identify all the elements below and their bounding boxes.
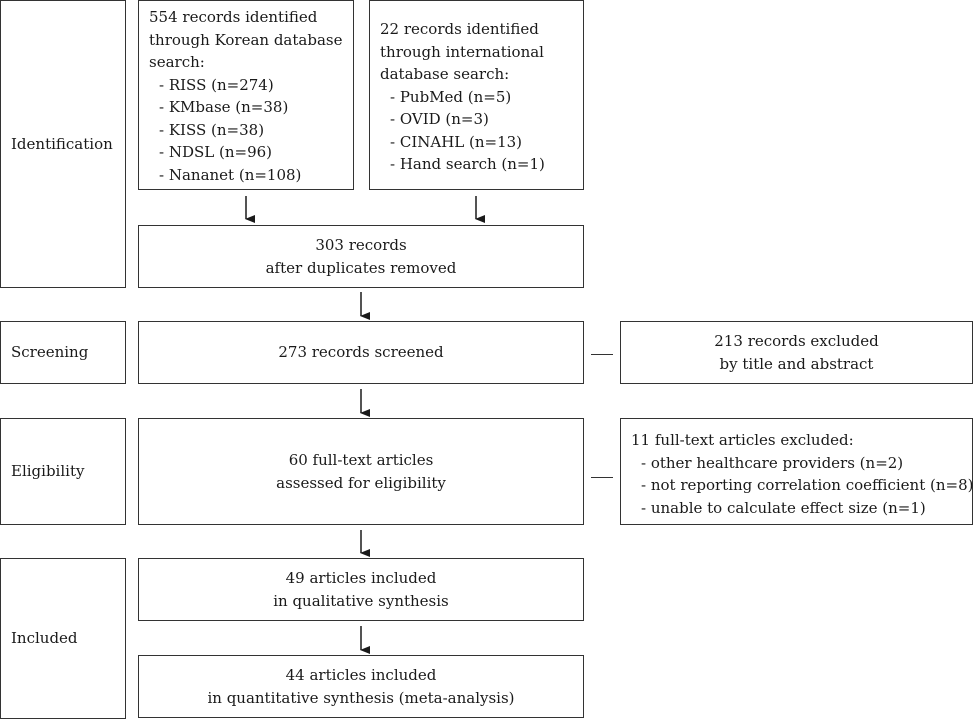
- excluded-title-line-2: by title and abstract: [719, 354, 874, 373]
- qualitative-synthesis-box: 49 articles included in qualitative synt…: [138, 558, 584, 621]
- stage-label: Eligibility: [11, 462, 85, 481]
- excluded-item-effect-size: - unable to calculate effect size (n=1): [641, 498, 926, 517]
- fulltext-excluded-box: 11 full-text articles excluded: - other …: [620, 418, 973, 525]
- korean-item-kmbase: - KMbase (n=38): [159, 98, 289, 116]
- quantitative-line-2: in quantitative synthesis (meta-analysis…: [207, 688, 515, 707]
- korean-item-ndsl: - NDSL (n=96): [159, 143, 273, 161]
- screening-exclusion-connector: [591, 354, 613, 355]
- korean-line-1: 554 records identified: [149, 8, 318, 26]
- excluded-fulltext-line-1: 11 full-text articles excluded:: [631, 431, 854, 449]
- korean-line-3: search:: [149, 53, 205, 71]
- korean-line-2: through Korean database: [149, 30, 343, 49]
- fulltext-line-2: assessed for eligibility: [276, 473, 446, 492]
- stage-eligibility: Eligibility: [0, 418, 126, 525]
- international-item-ovid: - OVID (n=3): [390, 110, 489, 128]
- stage-label: Included: [11, 629, 78, 648]
- excluded-title-line-1: 213 records excluded: [714, 332, 879, 350]
- international-line-2: through international: [380, 42, 544, 61]
- screened-line-1: 273 records screened: [278, 343, 444, 362]
- duplicates-line-2: after duplicates removed: [265, 258, 457, 277]
- stage-label: Screening: [11, 343, 89, 362]
- records-screened-box: 273 records screened: [138, 321, 584, 384]
- fulltext-line-1: 60 full-text articles: [288, 451, 434, 469]
- stage-label: Identification: [11, 134, 113, 153]
- korean-item-kiss: - KISS (n=38): [159, 120, 265, 139]
- stage-identification: Identification: [0, 0, 126, 288]
- records-excluded-box: 213 records excluded by title and abstra…: [620, 321, 973, 384]
- stage-included: Included: [0, 558, 126, 719]
- international-item-cinahl: - CINAHL (n=13): [390, 132, 523, 151]
- fulltext-assessed-box: 60 full-text articles assessed for eligi…: [138, 418, 584, 525]
- duplicates-removed-box: 303 records after duplicates removed: [138, 225, 584, 288]
- international-line-1: 22 records identified: [380, 20, 539, 38]
- qualitative-line-2: in qualitative synthesis: [273, 591, 449, 610]
- excluded-item-correlation: - not reporting correlation coefficient …: [641, 476, 973, 494]
- international-item-hand-search: - Hand search (n=1): [390, 155, 545, 173]
- korean-item-riss: - RISS (n=274): [159, 75, 274, 94]
- quantitative-line-1: 44 articles included: [285, 666, 437, 684]
- excluded-item-healthcare: - other healthcare providers (n=2): [641, 453, 904, 472]
- quantitative-synthesis-box: 44 articles included in quantitative syn…: [138, 655, 584, 718]
- international-item-pubmed: - PubMed (n=5): [390, 87, 512, 106]
- international-database-box: 22 records identified through internatio…: [369, 0, 584, 190]
- stage-screening: Screening: [0, 321, 126, 384]
- korean-database-box: 554 records identified through Korean da…: [138, 0, 354, 190]
- qualitative-line-1: 49 articles included: [285, 569, 437, 587]
- duplicates-line-1: 303 records: [315, 236, 407, 254]
- korean-item-nananet: - Nananet (n=108): [159, 165, 302, 184]
- international-line-3: database search:: [380, 65, 510, 83]
- eligibility-exclusion-connector: [591, 477, 613, 478]
